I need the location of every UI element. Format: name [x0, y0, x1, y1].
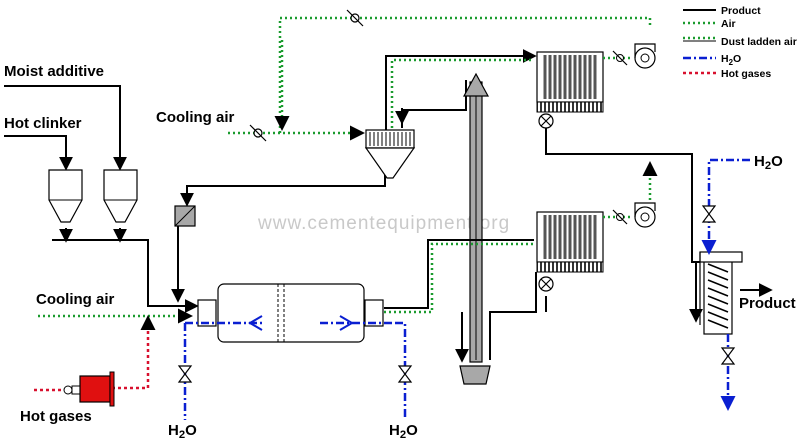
legend-dust: Dust ladden air: [721, 36, 797, 48]
fan-upper: [634, 43, 656, 69]
valve-fan-lower: [612, 209, 628, 225]
label-moist-additive: Moist additive: [4, 63, 104, 80]
dust-return-line: [180, 160, 386, 207]
legend-product: Product: [721, 5, 761, 17]
label-cooling-air-left: Cooling air: [36, 291, 114, 308]
rotary-cooler-drum: [197, 283, 384, 343]
legend: Product Air Dust ladden air H2O Hot gase…: [683, 5, 797, 80]
separator: [364, 129, 416, 179]
hopper-moist-additive: [103, 169, 138, 223]
bag-filter-lower: [536, 211, 604, 292]
label-product: Product: [739, 295, 796, 312]
valve-top-air: [346, 9, 364, 27]
fan-lower: [634, 202, 656, 228]
label-hot-clinker: Hot clinker: [4, 115, 82, 132]
label-hot-gases: Hot gases: [20, 408, 92, 425]
legend-air: Air: [721, 18, 736, 30]
hot-gas-burner: [63, 371, 115, 407]
valve-h2o-mid: [397, 365, 413, 383]
label-h2o-left: H2O: [168, 422, 197, 441]
label-h2o-right: H2O: [754, 153, 783, 172]
label-cooling-air-top: Cooling air: [156, 109, 234, 126]
bucket-elevator: [459, 72, 491, 385]
legend-h2o: H2O: [721, 53, 741, 67]
label-h2o-mid: H2O: [389, 422, 418, 441]
feed-lines: [4, 85, 199, 313]
hopper-hot-clinker: [48, 169, 83, 223]
watermark: www.cementequipment.org: [257, 213, 510, 234]
valve-cooling-air-top: [249, 124, 267, 142]
product-cooler: [699, 251, 743, 335]
valve-fan-upper: [612, 50, 628, 66]
valve-h2o-left: [177, 365, 193, 383]
legend-hot: Hot gases: [721, 68, 771, 80]
bag-filter-upper: [536, 51, 604, 129]
valve-h2o-right-top: [701, 205, 717, 223]
valve-h2o-right-bottom: [720, 347, 736, 365]
